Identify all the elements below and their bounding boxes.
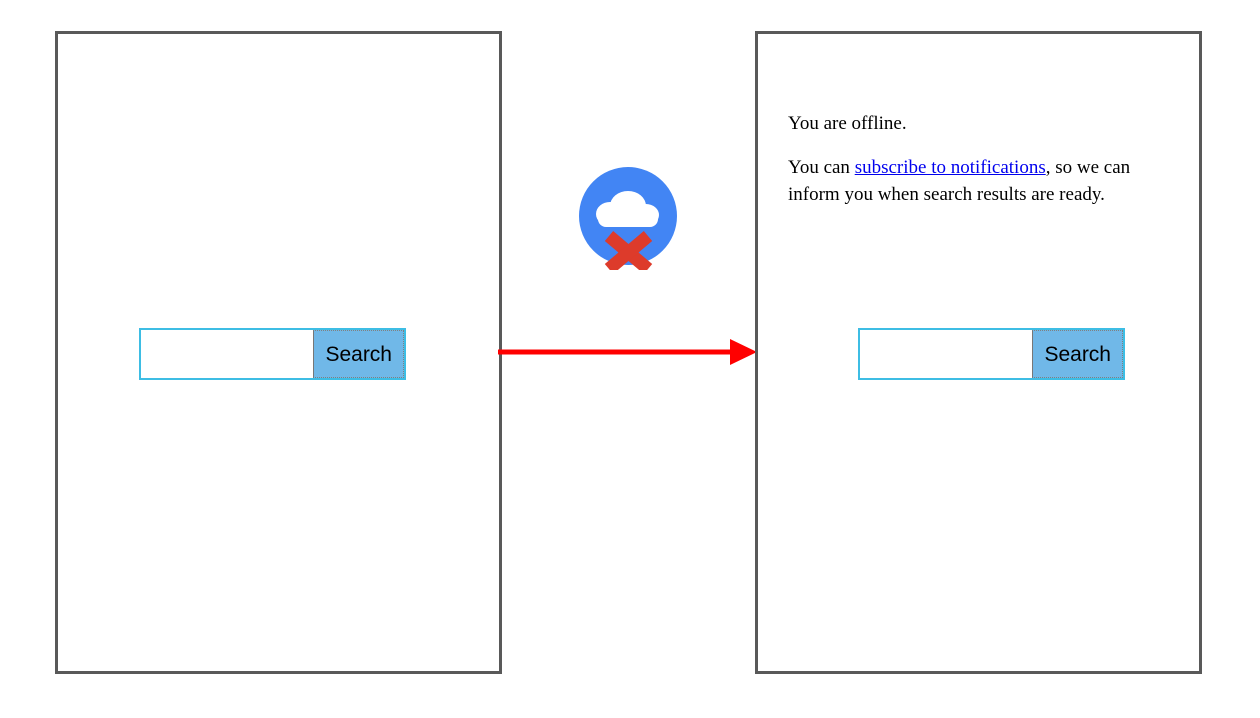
before-state-panel: Search (55, 31, 502, 674)
offline-subscribe-text: You can subscribe to notifications, so w… (788, 155, 1160, 209)
search-input[interactable] (141, 330, 314, 378)
offline-status-text: You are offline. (788, 113, 907, 134)
offline-cloud-icon (576, 166, 680, 274)
offline-message: You are offline. You can subscribe to no… (788, 111, 1160, 209)
flow-arrow-right (498, 332, 758, 372)
subscribe-to-notifications-link[interactable]: subscribe to notifications (854, 156, 1046, 178)
after-state-panel: You are offline. You can subscribe to no… (755, 31, 1202, 674)
search-widget: Search (858, 328, 1125, 380)
offline-subscribe-suffix: , so we can inform you when search resul… (788, 156, 1131, 205)
search-widget: Search (139, 328, 406, 380)
offline-subscribe-prefix: You can (788, 156, 855, 178)
search-button[interactable]: Search (313, 330, 404, 378)
search-input[interactable] (860, 330, 1033, 378)
search-button[interactable]: Search (1032, 330, 1123, 378)
